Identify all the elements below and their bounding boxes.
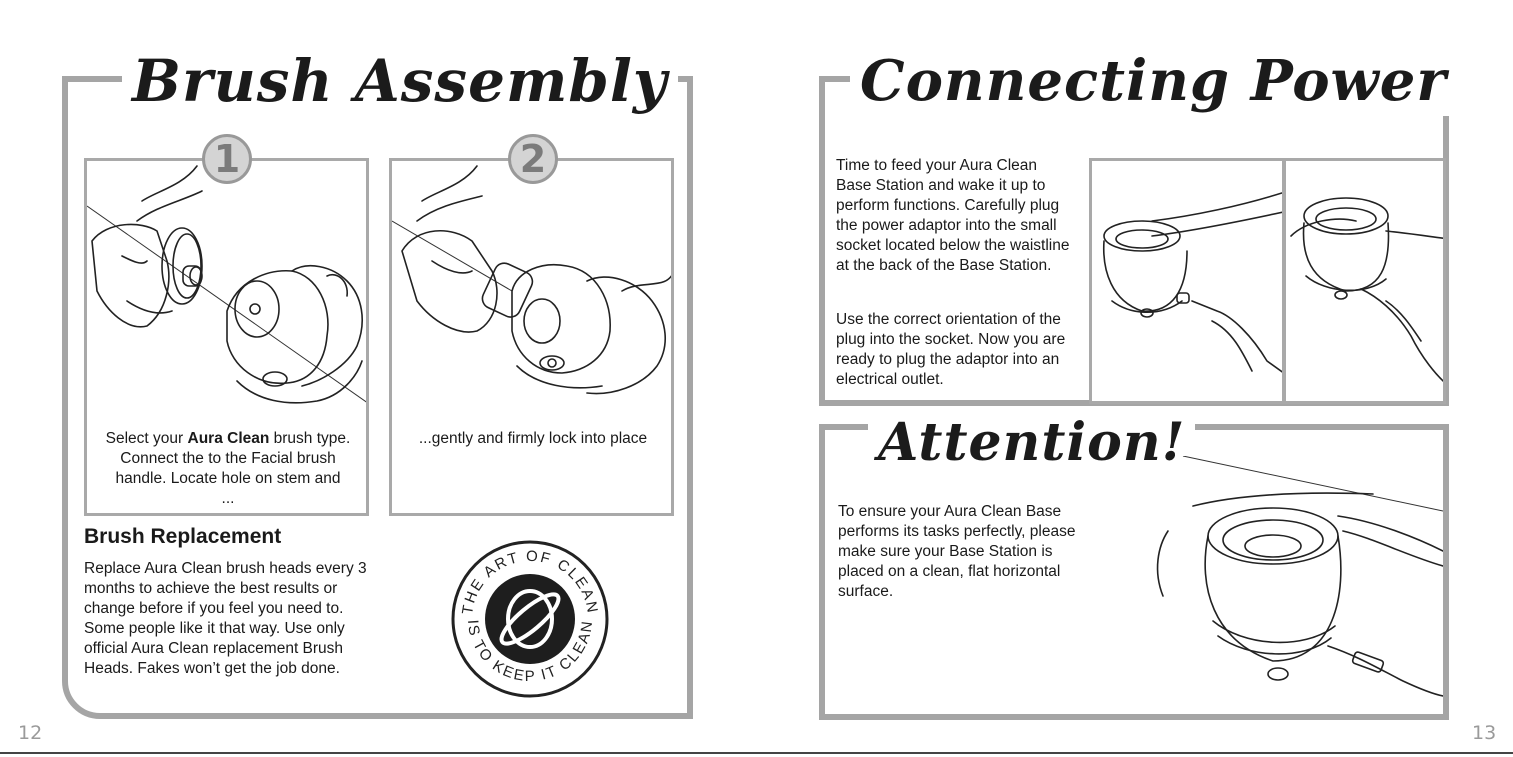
base-station-illustration — [1156, 456, 1443, 697]
power-text-1: Time to feed your Aura Clean Base Statio… — [836, 157, 1070, 274]
step-1-number-badge: 1 — [202, 134, 252, 184]
power-photo-1 — [1089, 158, 1285, 404]
left-page-number: 12 — [18, 722, 43, 744]
bottom-rule — [0, 752, 1513, 754]
connecting-power-title: Connecting Power — [850, 46, 1457, 116]
brush-assembly-title: Brush Assembly — [122, 46, 678, 116]
step-1-caption: Select your Aura Clean brush type. Conne… — [93, 429, 363, 509]
step-2-panel: ...gently and firmly lock into place — [389, 158, 674, 516]
step-1-caption-end: brush type. — [269, 430, 351, 447]
step-1-illustration — [87, 165, 366, 404]
plug-illustration-1 — [1102, 192, 1282, 373]
step-2-caption: ...gently and firmly lock into place — [418, 430, 648, 447]
step-1-caption-brand: Aura Clean — [187, 430, 270, 447]
right-page-number: 13 — [1472, 722, 1497, 744]
plug-illustration-2 — [1290, 197, 1443, 382]
step-1-caption-start: Select your — [105, 430, 188, 447]
art-of-clean-seal: THE ART OF CLEAN IS TO KEEP IT CLEAN — [451, 540, 609, 698]
step-1-panel: Select your Aura Clean brush type. Conne… — [84, 158, 369, 516]
step-2-number-badge: 2 — [508, 134, 558, 184]
attention-text: To ensure your Aura Clean Base performs … — [838, 503, 1076, 600]
step-1-caption-rest: Connect the to the Facial brush handle. … — [115, 450, 341, 507]
step-2-illustration — [392, 165, 671, 395]
brush-replacement-heading: Brush Replacement — [84, 525, 282, 548]
attention-title: Attention! — [868, 408, 1196, 478]
power-photo-2 — [1283, 158, 1446, 404]
brush-replacement-text: Replace Aura Clean brush heads every 3 m… — [84, 560, 367, 677]
power-text-2: Use the correct orientation of the plug … — [836, 311, 1066, 388]
